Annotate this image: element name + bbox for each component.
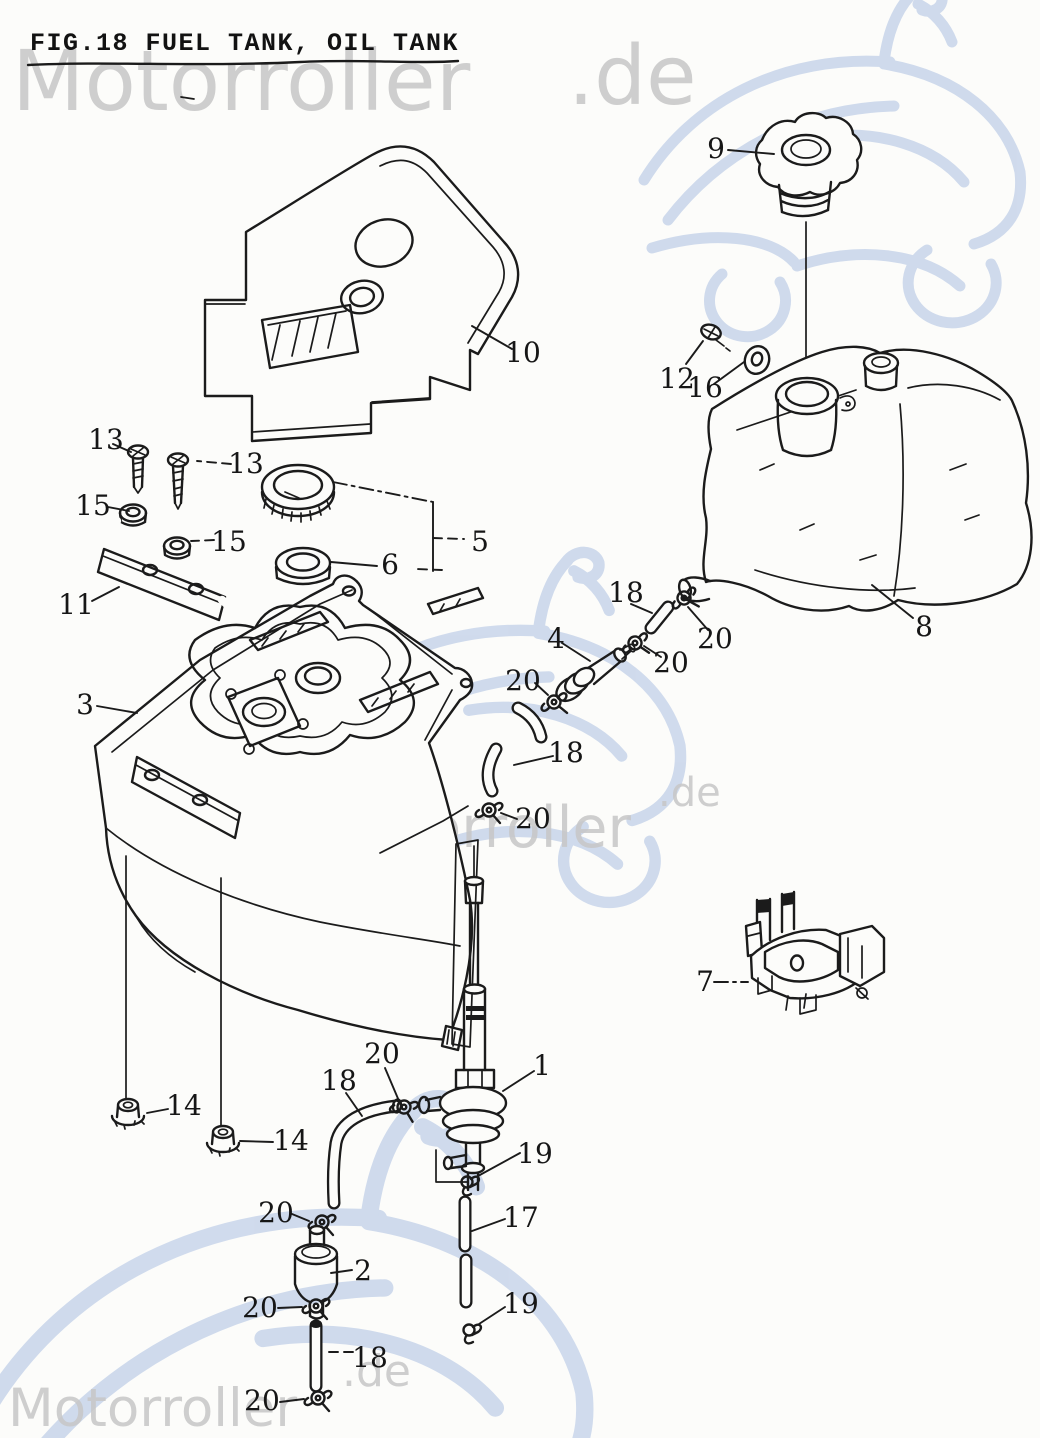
part-16-grommet [743,344,771,376]
callout-20-a: 20 [697,622,733,655]
callout-18-d: 18 [352,1341,388,1374]
callout-17: 17 [503,1201,539,1234]
part-6-gasket [274,546,332,586]
callout-13-b: 13 [228,447,264,480]
callout-20-c: 20 [505,664,541,697]
callout-20-b: 20 [653,646,689,679]
callout-20-h: 20 [244,1384,280,1417]
part-15-nut-a [118,503,148,527]
part-8-oil-tank [677,345,1033,612]
callout-19-a: 19 [517,1137,553,1170]
part-15-nut-b [162,536,192,560]
figure-title-block: FIG.18 FUEL TANK, OIL TANK [26,29,460,100]
callout-5: 5 [471,525,489,558]
callout-2: 2 [354,1254,372,1287]
callout-13-a: 13 [88,423,124,456]
part-1-fuel-petcock [417,839,508,1192]
part-9-fuel-cap [754,111,863,439]
part-7-bracket [744,890,886,1015]
part-18-hose-tank-corner-lower [481,742,503,798]
callout-15-b: 15 [211,525,247,558]
callout-6: 6 [381,548,399,581]
part-20-clamp-bottom [303,1389,333,1413]
callout-20-e: 20 [364,1037,400,1070]
part-11-bracket [70,515,240,653]
watermark-brand-bottom: Motorroller [8,1378,297,1438]
callout-18-a: 18 [608,576,644,609]
part-2-fuel-filter [293,1224,339,1320]
part-12-screw [700,323,731,352]
part-3-fuel-tank [93,574,485,1052]
watermark-tld-top: .de [568,29,697,124]
part-13-screw-b [166,452,190,510]
stud-lines [125,855,222,1127]
part-5-cap-ring [260,463,336,523]
part-14-nut-a [110,1097,146,1131]
callout-8: 8 [915,610,933,643]
callout-19-b: 19 [503,1287,539,1320]
callout-labels: 9 10 12 16 8 13 13 15 15 11 5 6 3 18 20 … [58,132,933,1417]
figure-title: FIG.18 FUEL TANK, OIL TANK [30,29,459,58]
part-13-screw-a [126,444,150,494]
callout-18-c: 18 [321,1064,357,1097]
callout-12: 12 [659,362,695,395]
part-19-clip-lower [462,1323,483,1345]
part-10-tank-cover [203,145,520,443]
watermark-tld-middle: .de [658,770,721,816]
part-14-nut-b [205,1124,241,1158]
callout-20-f: 20 [258,1196,294,1229]
watermark-tld-bottom: .de [342,1346,411,1397]
callout-4: 4 [547,622,565,655]
part-18-hose-tank-corner-upper [511,701,548,744]
callout-15-a: 15 [75,489,111,522]
callout-20-g: 20 [242,1291,278,1324]
callout-7: 7 [696,965,714,998]
callout-11: 11 [58,588,94,621]
title-underline [26,59,460,67]
callout-14-b: 14 [273,1124,309,1157]
callout-18-b: 18 [548,736,584,769]
callout-1: 1 [533,1049,551,1082]
part-18-hose-bottom [309,1319,323,1393]
callout-14-a: 14 [166,1089,202,1122]
callout-10: 10 [505,336,541,369]
callout-20-d: 20 [515,802,551,835]
watermark-brand-top: Motorroller [12,32,471,130]
part-18-hose-oil-outlet [644,600,675,635]
callout-3: 3 [76,688,94,721]
callout-16: 16 [687,371,723,404]
callout-9: 9 [707,132,725,165]
leader-lines [91,149,914,1403]
